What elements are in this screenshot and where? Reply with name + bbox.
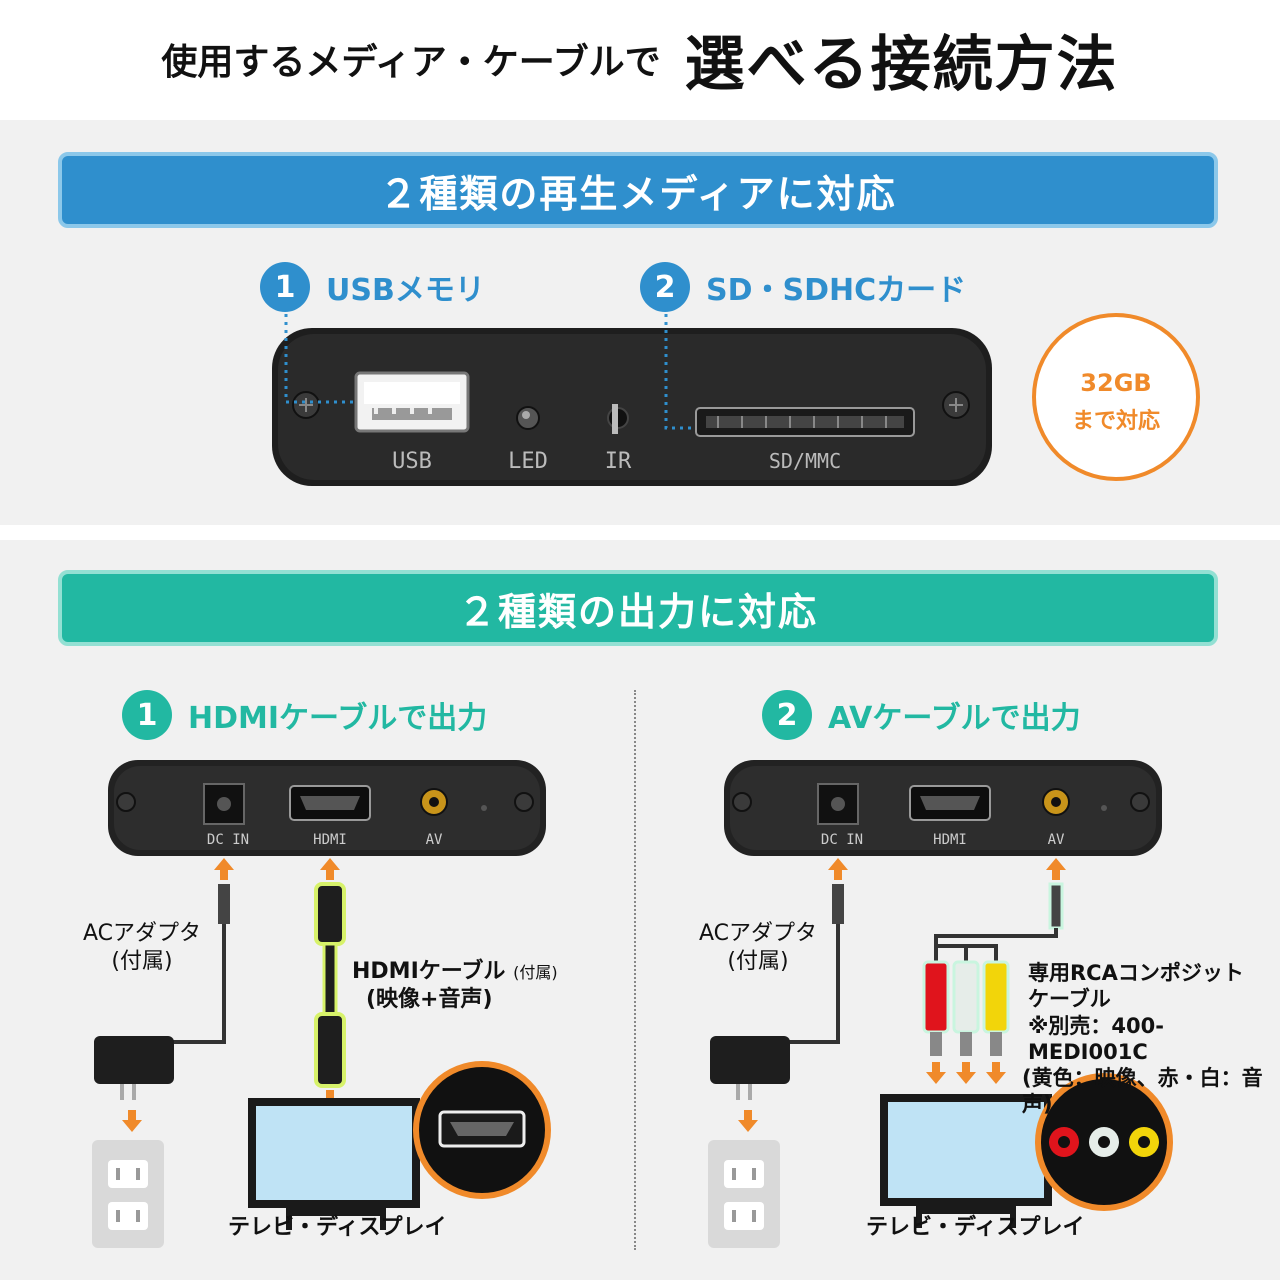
av-heading: 2 AVケーブルで出力	[762, 690, 1081, 740]
page-title: 使用するメディア・ケーブルで 選べる接続方法	[0, 0, 1280, 118]
hdmi-tv-label: テレビ・ディスプレイ	[228, 1215, 447, 1240]
media-item-sd: 2 SD・SDHCカード	[640, 262, 966, 312]
av-heading-label: AVケーブルで出力	[828, 701, 1081, 736]
arrow-up-icon	[1046, 858, 1066, 880]
led-icon	[516, 406, 540, 430]
media-item-label: SD・SDHCカード	[706, 273, 967, 308]
arrow-down-icon	[926, 1062, 946, 1084]
rca-port-zoom-icon	[1035, 1073, 1173, 1211]
usb-port-icon	[354, 371, 470, 433]
media-player-rear-panel: DC IN HDMI AV	[724, 760, 1162, 856]
media-player-front-panel: USB LED IR SD/MMC	[272, 314, 992, 486]
port-label-av: AV	[1048, 832, 1065, 848]
av-tv-label: テレビ・ディスプレイ	[866, 1215, 1085, 1240]
hdmi-port-zoom-icon	[413, 1061, 551, 1199]
column-divider	[634, 690, 636, 1250]
av-adapter-label: ACアダプタ (付属)	[688, 920, 828, 975]
capacity-unit: GB	[1113, 369, 1152, 397]
media-banner: ２種類の再生メディアに対応	[58, 152, 1218, 228]
cable-label-line: ケーブル	[1028, 987, 1111, 1012]
device-label-ir: IR	[605, 449, 632, 474]
rca-cable-icon	[922, 882, 1064, 1056]
hdmi-heading: 1 HDMIケーブルで出力	[122, 690, 487, 740]
page-title-small: 使用するメディア・ケーブルで	[161, 42, 661, 83]
number-badge: 2	[640, 262, 690, 312]
arrow-down-icon	[986, 1062, 1006, 1084]
device-label-led: LED	[508, 449, 548, 474]
number-badge: 2	[762, 690, 812, 740]
cable-label-line: 専用RCAコンポジット	[1028, 961, 1244, 985]
device-label-sd: SD/MMC	[769, 449, 841, 473]
cable-label-line: ※別売：400-MEDI001C	[1028, 1013, 1164, 1064]
tv-icon	[248, 1098, 420, 1230]
screw-icon	[292, 391, 320, 419]
av-cable-label: 専用RCAコンポジット ケーブル ※別売：400-MEDI001C (黄色：映像…	[1022, 960, 1280, 1118]
media-player-rear-panel: DC IN HDMI AV	[108, 760, 546, 856]
cable-label-line: (黄色：映像、赤・白：音声)	[1022, 1066, 1263, 1117]
number-badge: 1	[260, 262, 310, 312]
ac-adapter-icon	[94, 1036, 174, 1100]
capacity-value: 32	[1080, 369, 1114, 397]
ac-adapter-icon	[710, 1036, 790, 1100]
page-title-big: 選べる接続方法	[684, 29, 1119, 100]
hdmi-cable-label: HDMIケーブル (付属) (映像+音声)	[352, 958, 558, 1013]
cable-label-text: HDMIケーブル	[352, 959, 506, 984]
port-label-dc: DC IN	[821, 832, 863, 848]
cable-label-note: (付属)	[513, 963, 558, 982]
screw-icon	[942, 391, 970, 419]
port-label-hdmi: HDMI	[933, 832, 967, 848]
port-label-av: AV	[426, 832, 443, 848]
arrow-up-icon	[828, 858, 848, 880]
av-connection-diagram: DC IN HDMI AV	[708, 760, 1173, 1248]
hdmi-connection-diagram: DC IN HDMI AV	[92, 760, 551, 1248]
adapter-label-note: (付属)	[727, 948, 789, 974]
capacity-badge: 32GB まで対応	[1032, 313, 1200, 481]
wall-outlet-icon	[708, 1140, 780, 1248]
adapter-label-line: ACアダプタ	[82, 921, 202, 946]
hdmi-heading-label: HDMIケーブルで出力	[188, 701, 488, 736]
hdmi-cable-icon	[314, 882, 346, 1088]
media-item-usb: 1 USBメモリ	[260, 262, 485, 312]
arrow-up-icon	[320, 858, 340, 880]
arrow-down-icon	[738, 1110, 758, 1132]
arrow-up-icon	[214, 858, 234, 880]
output-banner: ２種類の出力に対応	[58, 570, 1218, 646]
hdmi-adapter-label: ACアダプタ (付属)	[72, 920, 212, 975]
tv-icon	[880, 1094, 1052, 1228]
port-label-dc: DC IN	[207, 832, 249, 848]
arrow-down-icon	[956, 1062, 976, 1084]
adapter-label-line: ACアダプタ	[698, 921, 818, 946]
sd-slot-icon	[695, 407, 915, 437]
arrow-down-icon	[122, 1110, 142, 1132]
adapter-label-note: (付属)	[111, 948, 173, 974]
cable-label-sub: (映像+音声)	[366, 986, 493, 1012]
port-label-hdmi: HDMI	[313, 832, 347, 848]
ir-sensor-icon	[607, 404, 629, 434]
capacity-note: まで対応	[1071, 409, 1160, 434]
media-item-label: USBメモリ	[326, 273, 485, 308]
number-badge: 1	[122, 690, 172, 740]
device-label-usb: USB	[392, 449, 432, 474]
wall-outlet-icon	[92, 1140, 164, 1248]
